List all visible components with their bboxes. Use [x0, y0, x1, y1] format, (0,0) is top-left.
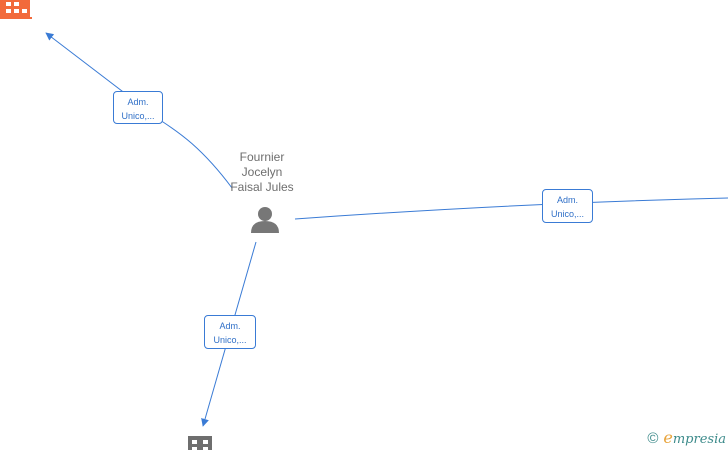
relation-role: Adm. — [127, 97, 149, 107]
person-name[interactable]: Fournier Jocelyn Faisal Jules — [212, 150, 312, 195]
relation-role: Adm. — [556, 195, 578, 205]
relation-detail: Unico,... — [121, 111, 155, 121]
person-name-line-1: Fournier — [239, 150, 285, 164]
brand-name: mpresia — [672, 432, 726, 447]
person-name-line-2: Jocelyn — [241, 165, 283, 179]
relation-role: Adm. — [219, 321, 241, 331]
building-icon[interactable] — [188, 436, 212, 450]
person-icon[interactable] — [251, 207, 279, 233]
person-name-line-3: Faisal Jules — [230, 180, 294, 194]
edge-to-right-company — [294, 197, 728, 220]
relation-label-bottom[interactable]: Adm. Unico,... — [204, 315, 256, 349]
relation-detail: Unico,... — [213, 335, 247, 345]
copyright-icon: © — [647, 430, 659, 447]
brand-first-letter: e — [663, 428, 673, 447]
brand-logo: © e mpresia — [647, 428, 726, 447]
relation-label-right[interactable]: Adm. Unico,... — [542, 189, 593, 223]
building-icon[interactable] — [0, 0, 32, 19]
relation-label-top-left[interactable]: Adm. Unico,... — [113, 91, 163, 124]
relation-detail: Unico,... — [550, 209, 584, 219]
